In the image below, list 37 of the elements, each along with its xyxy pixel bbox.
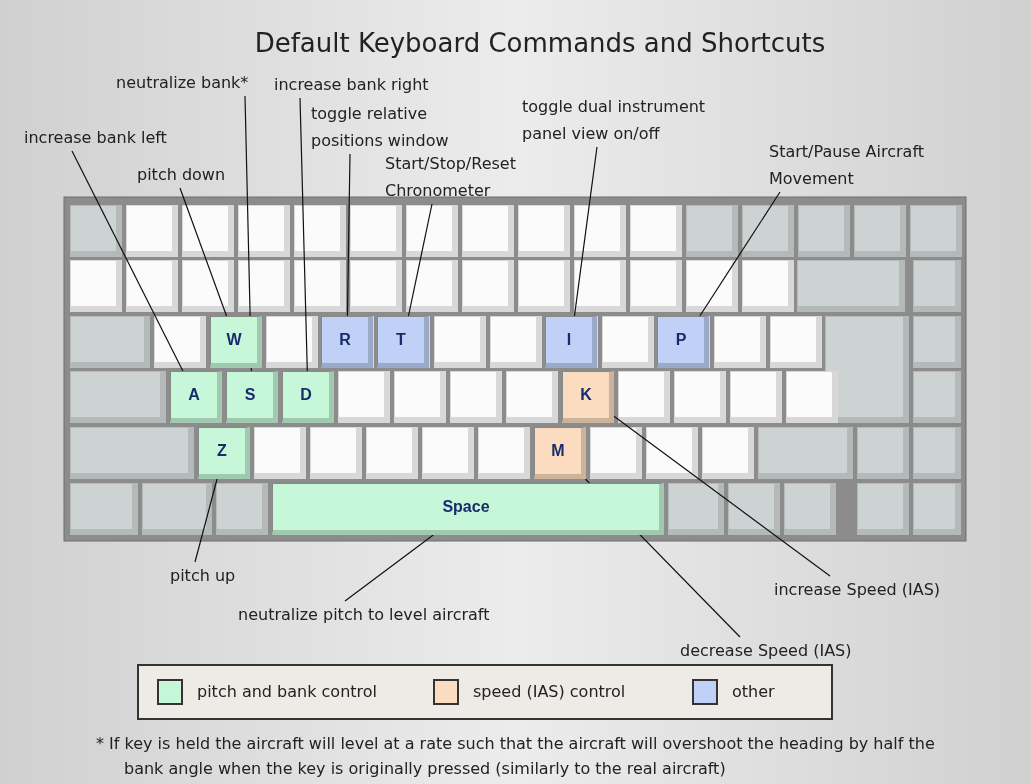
key: A: [170, 371, 222, 423]
key: K: [562, 371, 614, 423]
callout-text: toggle dual instrument panel view on/off: [522, 93, 737, 147]
leader-line: [346, 153, 351, 317]
leader-line: [573, 146, 598, 317]
leader-line: [613, 415, 831, 577]
callout-text: pitch up: [170, 562, 236, 589]
key: M: [534, 427, 586, 479]
leader-line: [299, 97, 308, 372]
leader-line: [194, 478, 218, 563]
key: S: [226, 371, 278, 423]
key: I: [545, 316, 597, 368]
key: T: [377, 316, 429, 368]
callout-text: neutralize pitch to level aircraft: [238, 601, 490, 628]
key: P: [657, 316, 709, 368]
footnote: * If key is held the aircraft will level at a rate such that the aircraft will overshoot the heading by half the bank angle when the key is originally pressed (similarly to the real aircraft): [96, 733, 936, 780]
key: D: [282, 371, 334, 423]
callout-text: increase bank left: [24, 124, 167, 151]
callout-text: Start/Pause Aircraft Movement: [769, 138, 939, 192]
legend-label: speed (IAS) control: [473, 682, 626, 701]
title: Default Keyboard Commands and Shortcuts: [253, 28, 827, 58]
leader-line: [179, 187, 228, 317]
leader-line: [407, 203, 433, 317]
callout-text: increase Speed (IAS): [774, 576, 941, 603]
callout-text: neutralize bank*: [116, 69, 249, 96]
callout-text: pitch down: [137, 161, 226, 188]
leader-line: [71, 150, 184, 372]
key: Space: [272, 483, 664, 535]
leader-line: [344, 534, 434, 602]
callout-text: increase bank right: [274, 71, 429, 98]
leader-line: [699, 191, 781, 317]
key: R: [321, 316, 373, 368]
callout-text: decrease Speed (IAS): [680, 637, 852, 664]
key: Z: [198, 427, 250, 479]
legend-label: pitch and bank control: [197, 682, 377, 701]
legend-label: other: [732, 682, 775, 701]
key: W: [210, 316, 262, 368]
